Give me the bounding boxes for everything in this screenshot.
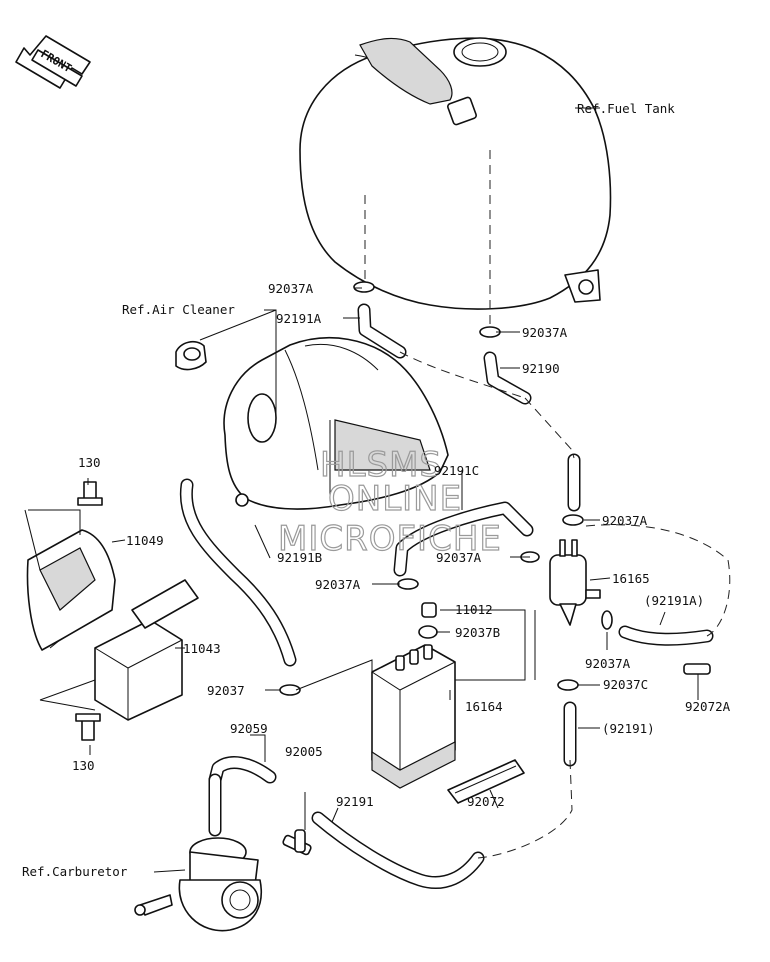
label-92037A-4: 92037A: [315, 577, 361, 592]
air-cleaner-fitting: [175, 340, 207, 371]
label-92037: 92037: [207, 683, 245, 698]
hose-clamps: [279, 281, 613, 696]
label-92191A-paren: (92191A): [644, 593, 704, 608]
carburetor: [134, 837, 262, 932]
label-11049: 11049: [126, 533, 164, 548]
label-92037A-1: 92037A: [268, 281, 314, 296]
label-92191: 92191: [336, 794, 374, 809]
label-92072A: 92072A: [685, 699, 731, 714]
watermark: HLSMS ONLINE MICROFICHE: [277, 444, 502, 559]
brackets: [26, 481, 199, 741]
label-ref-carburetor: Ref.Carburetor: [22, 864, 128, 879]
label-ref-air-cleaner: Ref.Air Cleaner: [122, 302, 235, 317]
fuel-filter: [549, 539, 601, 626]
band-92072A: [683, 663, 711, 675]
canister: [371, 644, 456, 789]
label-92037A-5: 92037A: [602, 513, 648, 528]
label-92037B: 92037B: [455, 625, 500, 640]
label-92037C: 92037C: [603, 677, 648, 692]
label-92037A-3: 92037A: [436, 550, 482, 565]
label-92059: 92059: [230, 721, 268, 736]
hoses: [179, 303, 714, 890]
leader-lines: [24, 107, 699, 873]
front-arrow-icon: FRONT: [15, 35, 91, 89]
label-92190: 92190: [522, 361, 560, 376]
label-92037A-2: 92037A: [522, 325, 568, 340]
label-92005: 92005: [285, 744, 323, 759]
watermark-line-3: MICROFICHE: [278, 519, 502, 559]
label-16164: 16164: [465, 699, 503, 714]
dashed-connections: [364, 150, 731, 859]
label-92191-paren: (92191): [602, 721, 655, 736]
label-ref-fuel-tank: Ref.Fuel Tank: [577, 101, 675, 116]
cap-11012: [421, 602, 437, 618]
air-cleaner-housing: [223, 337, 449, 510]
label-130-bottom: 130: [72, 758, 95, 773]
label-11012: 11012: [455, 602, 493, 617]
watermark-line-2: ONLINE: [328, 479, 462, 519]
fitting-92005: [282, 829, 312, 856]
label-92191C: 92191C: [434, 463, 479, 478]
part-labels: Ref.Fuel Tank 92037A Ref.Air Cleaner 921…: [22, 101, 731, 879]
label-16165: 16165: [612, 571, 650, 586]
strap-92072: [447, 759, 525, 804]
watermark-line-1: HLSMS: [320, 445, 442, 485]
label-11043: 11043: [183, 641, 221, 656]
fuel-tank: [299, 37, 612, 310]
label-92072: 92072: [467, 794, 505, 809]
label-92191A: 92191A: [276, 311, 322, 326]
label-92191B: 92191B: [277, 550, 322, 565]
label-130-top: 130: [78, 455, 101, 470]
label-92037A-6: 92037A: [585, 656, 631, 671]
